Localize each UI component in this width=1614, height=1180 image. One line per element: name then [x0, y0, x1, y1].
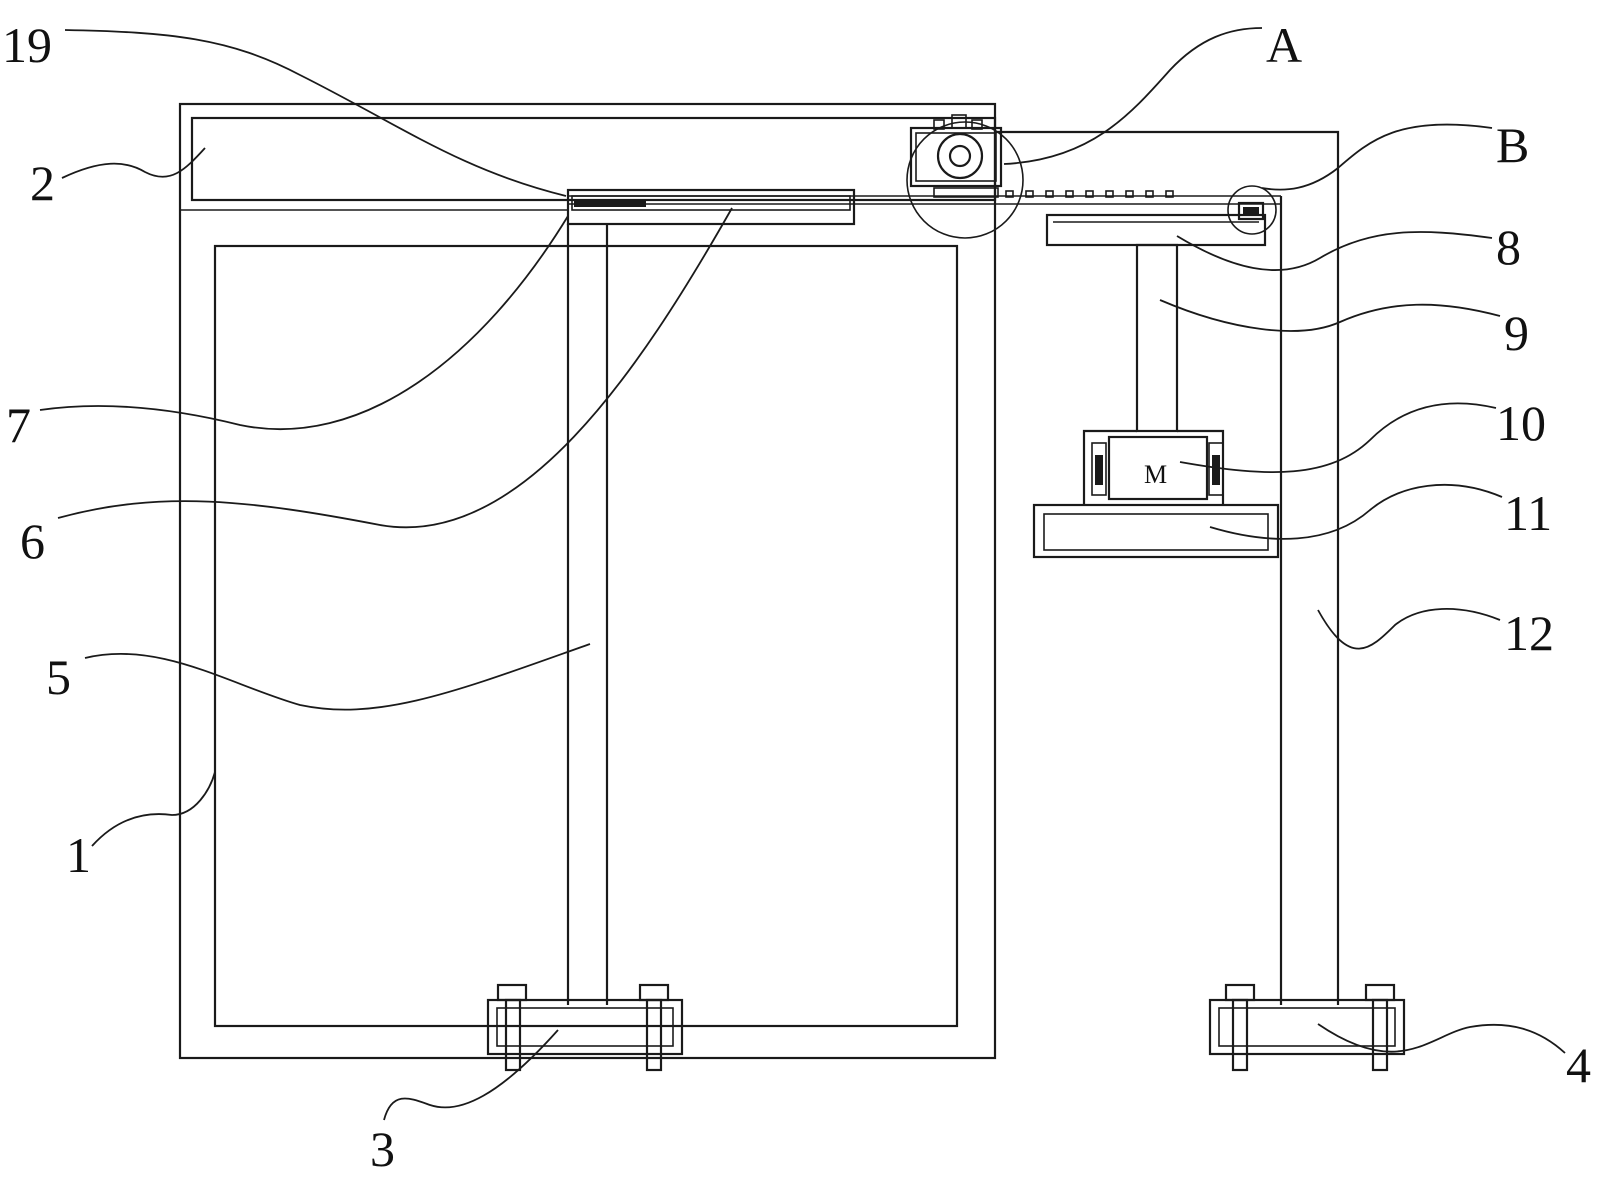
carriage-plate — [1045, 213, 1267, 247]
vertical-column — [566, 224, 609, 1005]
motor-housing: M — [1082, 429, 1225, 505]
label-3: 3 — [370, 1121, 395, 1177]
label-2: 2 — [30, 155, 55, 211]
right-gantry-frame — [995, 130, 1340, 1005]
gear-tooth — [951, 114, 967, 129]
label-1: 1 — [66, 827, 91, 883]
label-B: B — [1496, 117, 1529, 173]
label-11: 11 — [1504, 485, 1552, 541]
gear-tooth — [933, 119, 945, 130]
guide-rail — [568, 190, 1281, 205]
label-19: 19 — [2, 17, 52, 73]
label-5: 5 — [46, 649, 71, 705]
label-12: 12 — [1504, 605, 1554, 661]
gear-tooth — [971, 119, 983, 130]
label-9: 9 — [1504, 305, 1529, 361]
leader-lines — [39, 27, 1566, 1121]
lifting-rod — [1135, 243, 1179, 433]
gear-assembly — [906, 114, 1024, 239]
main-frame — [178, 102, 997, 1060]
label-10: 10 — [1496, 395, 1546, 451]
base-left — [486, 983, 684, 1072]
label-8: 8 — [1496, 219, 1521, 275]
label-A: A — [1266, 17, 1302, 73]
sliding-block — [566, 188, 856, 226]
pulley-detail — [1227, 185, 1277, 235]
label-4: 4 — [1566, 1037, 1591, 1093]
base-right — [1208, 983, 1406, 1072]
gear-teeth-bottom — [933, 187, 999, 198]
motor-label: M — [1144, 460, 1167, 489]
label-7: 7 — [6, 397, 31, 453]
clamping-plate — [1032, 503, 1280, 559]
rack-teeth — [1005, 190, 1174, 198]
spring-element — [574, 200, 646, 207]
part-labels: 19 A B 2 8 9 7 10 6 11 5 12 1 3 4 — [2, 17, 1591, 1177]
label-6: 6 — [20, 513, 45, 569]
